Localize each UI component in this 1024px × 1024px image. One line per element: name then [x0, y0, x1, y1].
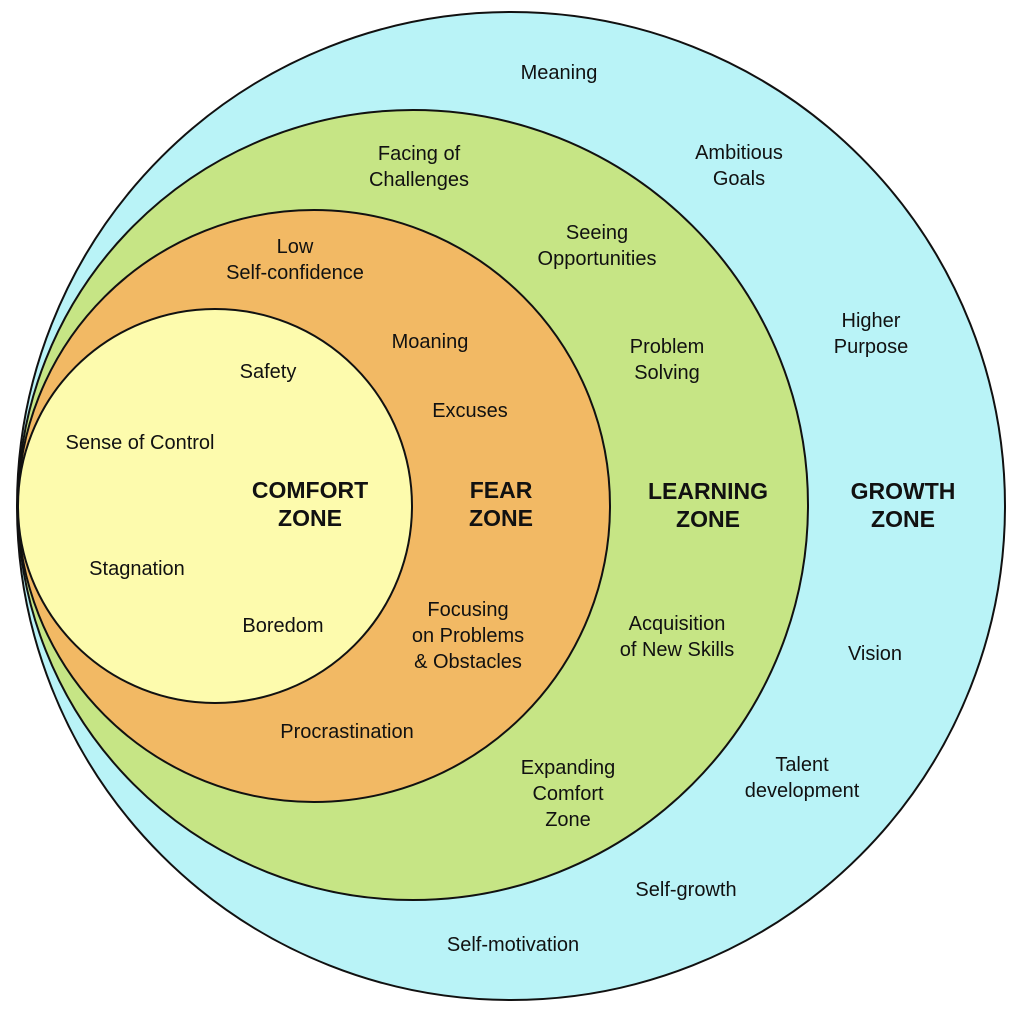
comfort-zone-circle	[17, 308, 413, 704]
learning-zone-item-line: Solving	[634, 362, 700, 384]
comfort-zone-title-line: ZONE	[278, 505, 342, 531]
learning-zone-item: Acquisition of New Skills	[620, 613, 734, 661]
comfort-zone-item: Stagnation	[89, 558, 185, 580]
growth-zone-item: Meaning	[521, 62, 598, 84]
fear-zone-item-line: & Obstacles	[414, 651, 522, 673]
growth-zone-item-line: Talent	[775, 754, 829, 776]
learning-zone-item-line: Problem	[630, 336, 704, 358]
learning-zone-item-line: of New Skills	[620, 639, 734, 661]
growth-zone-item: Self-growth	[635, 879, 736, 901]
fear-zone-item: Moaning	[392, 331, 469, 353]
fear-zone-item-line: Procrastination	[280, 721, 413, 743]
growth-zone-item-line: Goals	[713, 168, 765, 190]
growth-zone-item-line: Ambitious	[695, 142, 783, 164]
learning-zone-title-line: LEARNING	[648, 478, 768, 504]
fear-zone-item: Excuses	[432, 400, 508, 422]
learning-zone-item-line: Seeing	[566, 222, 628, 244]
comfort-zone-title-line: COMFORT	[252, 477, 368, 503]
growth-zone-item-line: Higher	[842, 310, 901, 332]
fear-zone-item-line: Moaning	[392, 331, 469, 353]
learning-zone-title-line: ZONE	[676, 506, 740, 532]
fear-zone-item-line: Focusing	[427, 599, 508, 621]
growth-zone-item-line: Self-motivation	[447, 934, 579, 956]
growth-zone-item-line: Purpose	[834, 336, 909, 358]
learning-zone-item-line: Facing of	[378, 143, 461, 165]
growth-zone-title-line: ZONE	[871, 506, 935, 532]
comfort-zone-item-line: Sense of Control	[66, 432, 215, 454]
growth-zone-item-line: Meaning	[521, 62, 598, 84]
growth-zone-item: Vision	[848, 643, 902, 665]
fear-zone-title-line: ZONE	[469, 505, 533, 531]
comfort-zone-item-line: Stagnation	[89, 558, 185, 580]
comfort-zone-item: Boredom	[242, 615, 323, 637]
fear-zone-item: Procrastination	[280, 721, 413, 743]
growth-zone-title-line: GROWTH	[851, 478, 956, 504]
fear-zone-item-line: on Problems	[412, 625, 524, 647]
comfort-zone-item: Safety	[240, 361, 297, 383]
growth-zone-item-line: Self-growth	[635, 879, 736, 901]
fear-zone-item: Focusing on Problems & Obstacles	[412, 599, 524, 673]
learning-zone-item-line: Opportunities	[538, 248, 657, 270]
fear-zone-item-line: Self-confidence	[226, 262, 364, 284]
fear-zone-item-line: Low	[277, 236, 314, 258]
learning-zone-item-line: Zone	[545, 809, 591, 831]
growth-zone-item: Self-motivation	[447, 934, 579, 956]
comfort-zone-item-line: Boredom	[242, 615, 323, 637]
learning-zone-item: Facing of Challenges	[369, 143, 469, 191]
fear-zone-title-line: FEAR	[470, 477, 533, 503]
comfort-zone-item: Sense of Control	[66, 432, 215, 454]
comfort-zone-item-line: Safety	[240, 361, 297, 383]
growth-zone-item-line: Vision	[848, 643, 902, 665]
growth-zone-item-line: development	[745, 780, 860, 802]
growth-zone-item: Talent development	[745, 754, 860, 802]
learning-zone-item-line: Challenges	[369, 169, 469, 191]
learning-zone-item-line: Acquisition	[629, 613, 726, 635]
fear-zone-item-line: Excuses	[432, 400, 508, 422]
learning-zone-item-line: Expanding	[521, 757, 616, 779]
learning-zone-item-line: Comfort	[532, 783, 604, 805]
